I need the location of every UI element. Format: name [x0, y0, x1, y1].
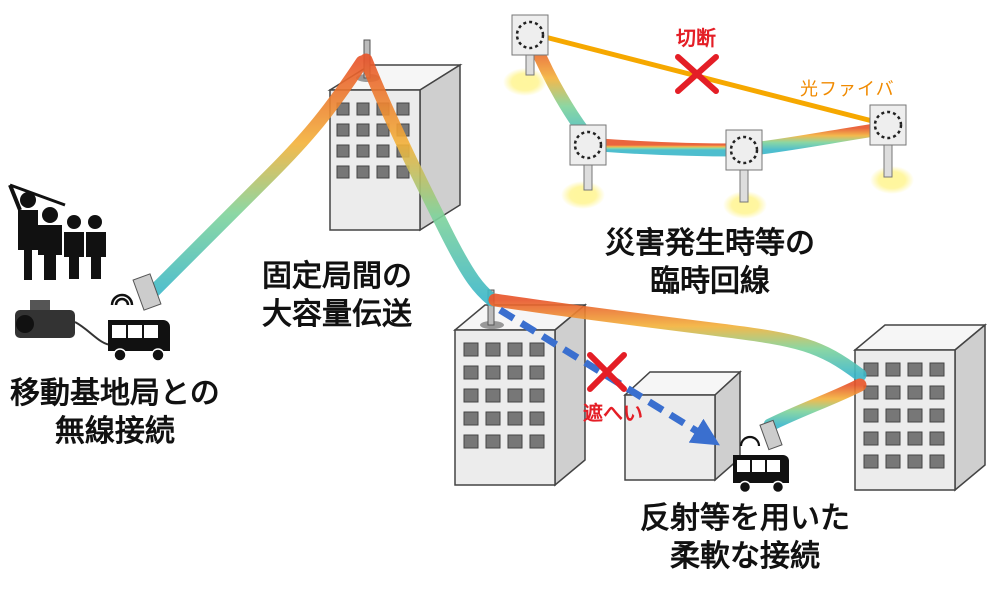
label-fixed-line2: 大容量伝送: [262, 296, 412, 332]
beam-disaster-2: [593, 138, 747, 157]
building-window: [336, 165, 350, 179]
building-window: [907, 454, 923, 469]
building-window: [336, 102, 350, 116]
building-window: [356, 123, 370, 137]
glow-node-1: [503, 68, 547, 96]
label-fiber: 光ファイバ: [800, 79, 895, 100]
label-fixed-transmission: 固定局間の 大容量伝送: [262, 258, 412, 333]
bus-mobile-station-icon: [108, 273, 170, 362]
building-window: [485, 411, 501, 426]
video-camera-icon: [15, 300, 113, 346]
building-window: [485, 434, 501, 449]
building-window: [463, 342, 479, 357]
building-window: [507, 434, 523, 449]
building-window: [485, 342, 501, 357]
building-window: [885, 454, 901, 469]
label-reflect-line1: 反射等を用いた: [640, 501, 850, 536]
building-window: [529, 388, 545, 403]
building-window: [336, 123, 350, 137]
label-disaster-line1: 災害発生時等の: [605, 226, 815, 261]
building-window: [463, 365, 479, 380]
building-window: [907, 408, 923, 423]
building-bottom-left: [452, 303, 588, 487]
glow-node-2: [561, 181, 605, 209]
building-window: [485, 388, 501, 403]
beam-mobile-to-center: [143, 55, 369, 302]
node-3: [725, 129, 763, 203]
building-window: [863, 431, 879, 446]
building-window: [863, 454, 879, 469]
building-window: [929, 362, 945, 377]
block-cross-icon: [587, 352, 627, 392]
building-window: [885, 431, 901, 446]
building-window: [929, 385, 945, 400]
building-window: [907, 362, 923, 377]
building-window: [507, 388, 523, 403]
building-window: [885, 362, 901, 377]
label-cut: 切断: [676, 26, 716, 50]
node-2: [569, 124, 607, 191]
beam-bl-to-right: [488, 293, 867, 382]
glow-node-4: [870, 166, 914, 194]
disaster-nodes: [503, 14, 914, 219]
label-reflect-line2: 柔軟な接続: [670, 538, 820, 574]
building-window: [376, 123, 390, 137]
building-window: [863, 408, 879, 423]
bus-reflect-station-icon: [733, 419, 789, 494]
beam-right-to-bus2: [763, 378, 867, 432]
fiber-line: [544, 34, 889, 128]
building-window: [356, 144, 370, 158]
building-window: [529, 434, 545, 449]
people-silhouette-icon: [8, 183, 106, 280]
label-block: 遮へい: [583, 401, 643, 425]
label-mobile-line1: 移動基地局との: [10, 376, 220, 411]
building-window: [929, 454, 945, 469]
beam-links: [143, 38, 895, 432]
blocked-path-arrow: [498, 307, 720, 446]
building-window: [507, 411, 523, 426]
beam-disaster-3: [738, 121, 895, 157]
building-window: [863, 362, 879, 377]
antenna-bl-rooftop: [480, 289, 504, 329]
building-window: [356, 102, 370, 116]
building-window: [907, 385, 923, 400]
label-disaster-temporary: 災害発生時等の 臨時回線: [605, 225, 815, 300]
label-mobile-wireless: 移動基地局との 無線接続: [10, 375, 220, 450]
building-bottom-middle: [623, 370, 742, 482]
label-fixed-line1: 固定局間の: [262, 259, 412, 294]
cut-cross-icon: [675, 54, 719, 94]
building-window: [507, 342, 523, 357]
building-window: [885, 408, 901, 423]
beam-center-to-bl: [359, 53, 499, 307]
building-window: [929, 431, 945, 446]
building-window: [507, 365, 523, 380]
building-window: [885, 385, 901, 400]
building-window: [463, 388, 479, 403]
building-right: [852, 323, 988, 492]
building-window: [463, 434, 479, 449]
building-window: [396, 102, 410, 116]
building-window: [529, 342, 545, 357]
label-reflect-flexible: 反射等を用いた 柔軟な接続: [640, 500, 850, 575]
building-window: [907, 431, 923, 446]
building-window: [376, 165, 390, 179]
building-window: [929, 408, 945, 423]
building-window: [529, 365, 545, 380]
node-4: [869, 104, 907, 178]
building-window: [356, 165, 370, 179]
building-window: [396, 165, 410, 179]
label-mobile-line2: 無線接続: [54, 413, 175, 449]
building-window: [376, 144, 390, 158]
node-1: [511, 14, 549, 76]
building-window: [463, 411, 479, 426]
building-window: [336, 144, 350, 158]
label-disaster-line2: 臨時回線: [650, 263, 770, 299]
building-window: [529, 411, 545, 426]
building-window: [863, 385, 879, 400]
building-window: [485, 365, 501, 380]
glow-node-3: [723, 191, 767, 219]
